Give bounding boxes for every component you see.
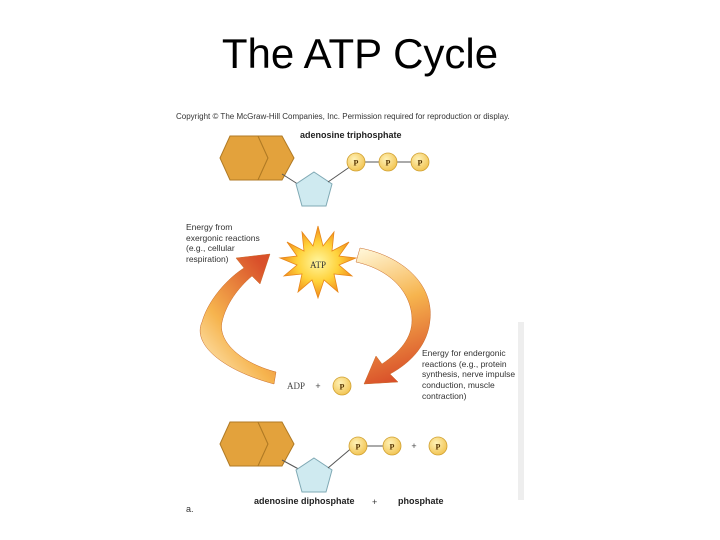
- atp-phosphate-1: [346, 152, 366, 172]
- released-phosphate-label: P: [436, 443, 441, 452]
- adp-free-phosphate-label: P: [340, 383, 345, 392]
- released-phosphate: [428, 436, 448, 456]
- atp-phosphate-3: [410, 152, 430, 172]
- atp-cycle-diagram: P P P ATP ADP + P: [200, 135, 524, 500]
- adp-phosphate-2-label: P: [390, 443, 395, 452]
- atp-energy-star: ATP: [278, 225, 358, 300]
- adp-phosphate-1-label: P: [356, 443, 361, 452]
- atp-phosphate-2: [378, 152, 398, 172]
- adp-adenine-pentagon: [257, 421, 295, 467]
- copyright-notice: Copyright © The McGraw-Hill Companies, I…: [176, 112, 510, 121]
- panel-edge: [518, 322, 524, 500]
- energy-from-label: Energy from exergonic reactions (e.g., c…: [186, 222, 260, 264]
- bottom-plus-sign: +: [372, 497, 378, 507]
- left-arrow-shape: [200, 253, 277, 385]
- star-atp-label: ATP: [310, 260, 326, 270]
- phosphate-name-label: phosphate: [398, 496, 444, 506]
- atp-cycle-figure: P P P ATP ADP + P: [172, 108, 524, 524]
- atp-name-label: adenosine triphosphate: [300, 130, 402, 140]
- panel-letter: a.: [186, 504, 194, 514]
- atp-molecule: P P P: [219, 135, 430, 207]
- atp-phosphate-2-label: P: [386, 159, 391, 168]
- right-hydrolysis-arrow: [355, 247, 431, 385]
- adp-molecule: P P + P: [219, 421, 448, 493]
- adp-plus-p: ADP + P: [287, 376, 352, 396]
- atp-phosphate-1-label: P: [354, 159, 359, 168]
- atp-ribose-pentagon: [295, 171, 333, 207]
- adp-free-phosphate: [332, 376, 352, 396]
- left-synthesis-arrow: [200, 253, 277, 385]
- atp-adenine-pentagon: [257, 135, 295, 181]
- adp-name-label: adenosine diphosphate: [254, 496, 355, 506]
- adp-plus-phosphate-sign: +: [411, 441, 416, 451]
- atp-phosphate-3-label: P: [418, 159, 423, 168]
- energy-for-label: Energy for endergonic reactions (e.g., p…: [422, 348, 516, 401]
- right-arrow-shape: [355, 247, 431, 385]
- adp-phosphate-2: [382, 436, 402, 456]
- adp-label: ADP: [287, 381, 305, 391]
- adp-phosphate-1: [348, 436, 368, 456]
- adp-plus-sign: +: [315, 381, 320, 391]
- slide-title: The ATP Cycle: [221, 30, 499, 77]
- adp-ribose-pentagon: [295, 457, 333, 493]
- star-burst-shape: [278, 225, 358, 300]
